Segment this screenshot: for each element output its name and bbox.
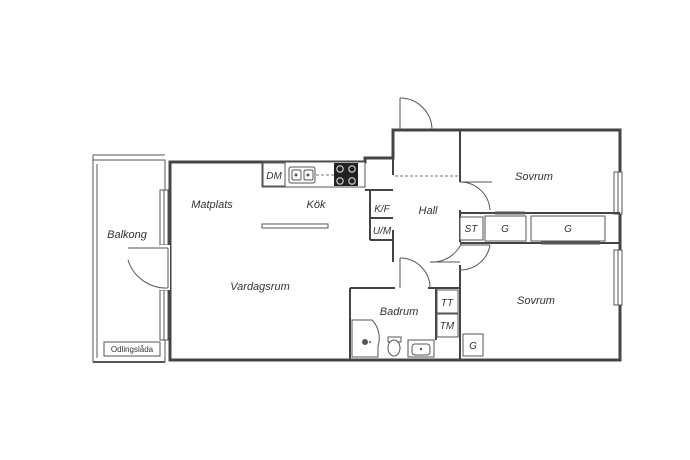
room-label-balkong: Balkong bbox=[107, 229, 148, 241]
room-label-sovrum-top: Sovrum bbox=[515, 171, 553, 183]
fixture-label-tt: TT bbox=[441, 298, 454, 309]
doors bbox=[399, 97, 492, 289]
fixture-label-st: ST bbox=[465, 224, 479, 235]
room-label-matplats: Matplats bbox=[191, 199, 233, 211]
fixture-label-kf: K/F bbox=[374, 204, 390, 215]
bathroom-fixtures bbox=[351, 289, 459, 358]
west-windows bbox=[159, 189, 169, 341]
planter-box bbox=[103, 341, 161, 357]
fixture-label-um: U/M bbox=[373, 226, 392, 237]
fixture-label-g-3: G bbox=[469, 341, 477, 352]
room-label-vardagsrum: Vardagsrum bbox=[230, 281, 290, 293]
interior-walls bbox=[349, 130, 620, 360]
fixture-labels: DM K/F U/M ST G G G TT TM Odlingslåda bbox=[111, 171, 572, 354]
fixture-label-g-1: G bbox=[501, 224, 509, 235]
fixture-label-g-2: G bbox=[564, 224, 572, 235]
room-label-kok: Kök bbox=[307, 199, 326, 211]
room-label-hall: Hall bbox=[419, 205, 439, 217]
room-labels: Balkong Matplats Kök Vardagsrum Hall Bad… bbox=[107, 171, 555, 318]
fixture-label-odlingslada: Odlingslåda bbox=[111, 345, 154, 354]
fixture-label-tm: TM bbox=[440, 321, 455, 332]
balcony-door bbox=[127, 245, 170, 290]
room-label-badrum: Badrum bbox=[380, 306, 419, 318]
stove bbox=[334, 163, 358, 186]
kitchen-island bbox=[261, 223, 329, 229]
east-windows bbox=[613, 171, 623, 306]
room-label-sovrum-bottom: Sovrum bbox=[517, 295, 555, 307]
closets bbox=[459, 211, 606, 357]
fixture-label-dm: DM bbox=[266, 171, 282, 182]
